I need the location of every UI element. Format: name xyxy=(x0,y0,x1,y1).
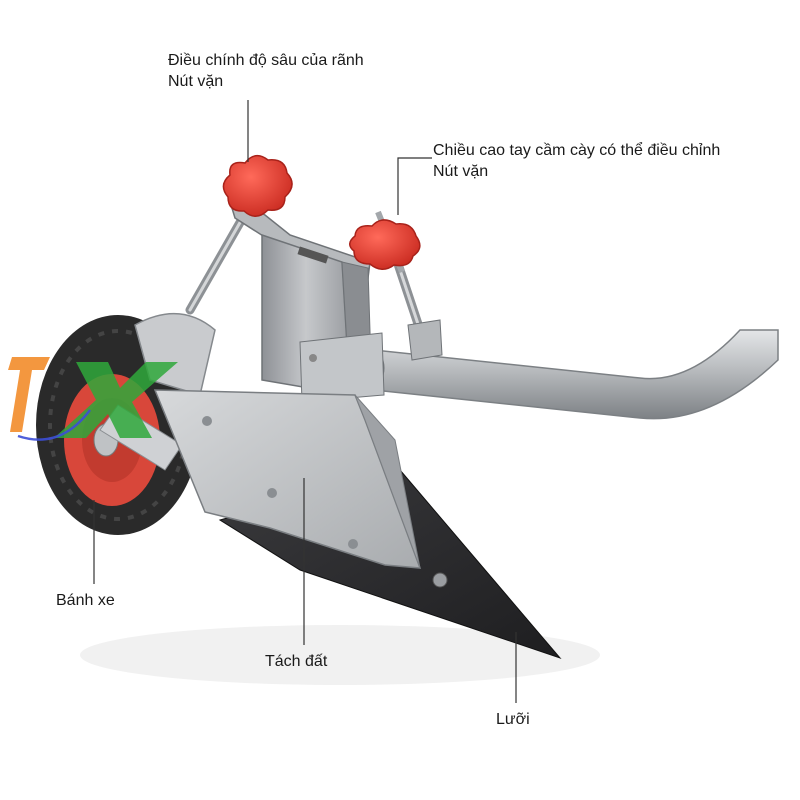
label-wheel: Bánh xe xyxy=(56,592,115,609)
label-soil-separator: Tách đất xyxy=(265,653,328,670)
handle-pipe xyxy=(354,329,779,420)
label-depth-knob: Điều chính độ sâu của rãnh Nút vặn xyxy=(168,50,364,92)
ground-shadow xyxy=(80,625,600,685)
label-blade: Lưỡi xyxy=(496,711,530,728)
label-handle-knob: Chiều cao tay cầm cày có thể điều chỉnh … xyxy=(433,140,720,182)
label-handle-knob-line2: Nút vặn xyxy=(433,163,489,180)
handle-rod-bracket xyxy=(407,319,443,361)
label-handle-knob-line1: Chiều cao tay cầm cày có thể điều chỉnh xyxy=(433,142,721,159)
pipe-clamp xyxy=(299,332,385,403)
label-depth-knob-line2: Nút vặn xyxy=(168,73,224,90)
depth-knob xyxy=(222,154,293,217)
top-bracket xyxy=(226,193,371,280)
tx-logo-icon xyxy=(8,357,178,441)
label-depth-knob-line1: Điều chính độ sâu của rãnh xyxy=(168,52,364,69)
handle-knob xyxy=(349,210,421,274)
leader-lines xyxy=(93,100,517,703)
leader-handle xyxy=(397,157,432,215)
